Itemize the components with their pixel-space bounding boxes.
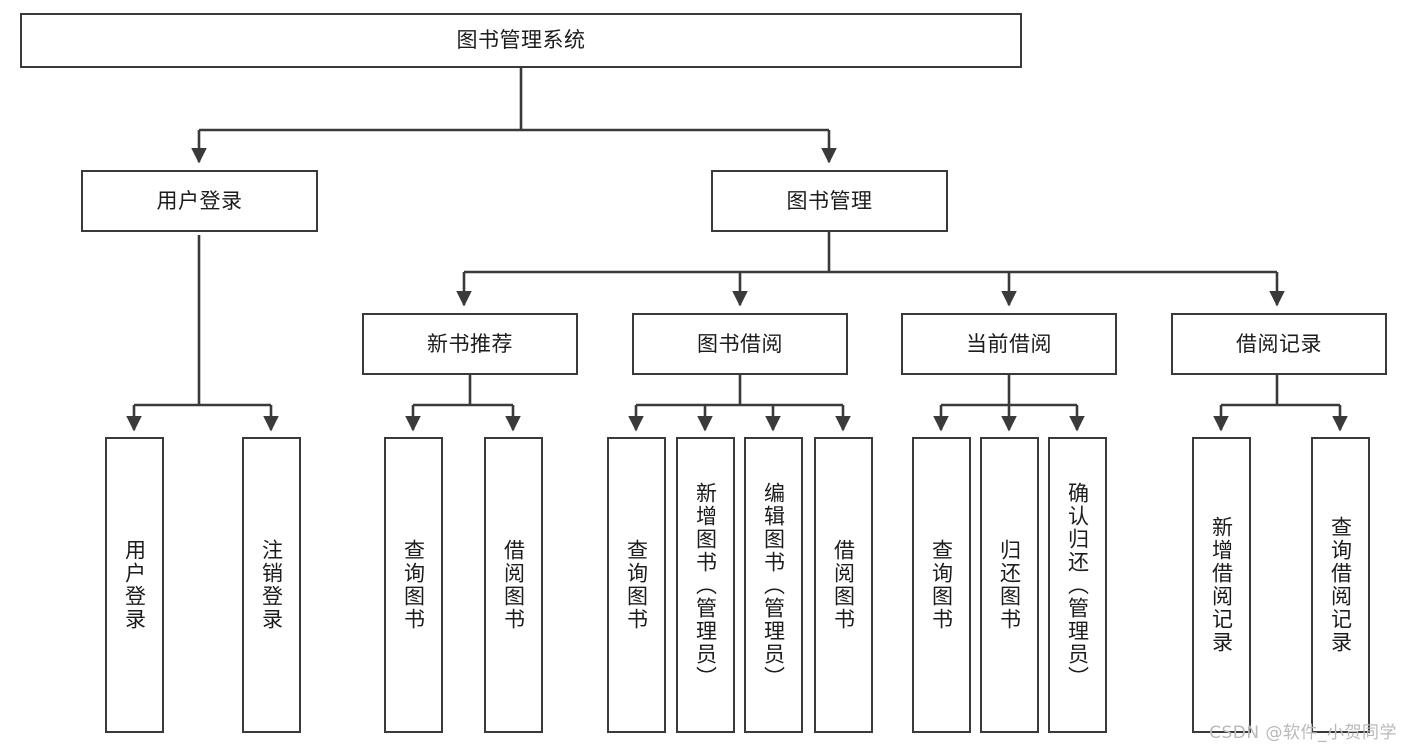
- leaf-borrow-book-1[interactable]: 借阅图书: [484, 437, 543, 733]
- node-current-borrow-label: 当前借阅: [966, 331, 1052, 356]
- node-borrow-record-label: 借阅记录: [1236, 331, 1322, 356]
- leaf-query-book-3[interactable]: 查询图书: [912, 437, 971, 733]
- node-root[interactable]: 图书管理系统: [20, 13, 1022, 68]
- leaf-logout-login-label: 注销登录: [259, 539, 284, 631]
- node-current-borrow[interactable]: 当前借阅: [901, 313, 1117, 375]
- node-new-book-recommend-label: 新书推荐: [427, 331, 513, 356]
- node-borrow-record[interactable]: 借阅记录: [1171, 313, 1387, 375]
- leaf-return-book[interactable]: 归还图书: [980, 437, 1039, 733]
- leaf-borrow-book-1-label: 借阅图书: [501, 539, 526, 631]
- leaf-query-book-1[interactable]: 查询图书: [384, 437, 443, 733]
- leaf-borrow-book-2[interactable]: 借阅图书: [814, 437, 873, 733]
- leaf-add-book[interactable]: 新增图书（管理员）: [676, 437, 735, 733]
- leaf-logout-login[interactable]: 注销登录: [242, 437, 301, 733]
- node-user-login[interactable]: 用户登录: [81, 170, 318, 232]
- leaf-add-book-label: 新增图书（管理员）: [693, 481, 718, 689]
- leaf-query-book-3-label: 查询图书: [929, 539, 954, 631]
- leaf-query-record[interactable]: 查询借阅记录: [1311, 437, 1370, 733]
- leaf-query-book-2[interactable]: 查询图书: [607, 437, 666, 733]
- leaf-confirm-return-label: 确认归还（管理员）: [1065, 481, 1090, 689]
- leaf-borrow-book-2-label: 借阅图书: [831, 539, 856, 631]
- node-book-manage-label: 图书管理: [786, 188, 873, 213]
- node-book-borrow-label: 图书借阅: [697, 331, 783, 356]
- leaf-add-record-label: 新增借阅记录: [1209, 516, 1234, 654]
- leaf-user-login-label: 用户登录: [122, 539, 147, 631]
- leaf-return-book-label: 归还图书: [997, 539, 1022, 631]
- leaf-query-book-1-label: 查询图书: [401, 539, 426, 631]
- leaf-query-book-2-label: 查询图书: [624, 539, 649, 631]
- node-book-borrow[interactable]: 图书借阅: [632, 313, 848, 375]
- node-root-label: 图书管理系统: [456, 28, 586, 53]
- leaf-query-record-label: 查询借阅记录: [1328, 516, 1353, 654]
- leaf-confirm-return[interactable]: 确认归还（管理员）: [1048, 437, 1107, 733]
- leaf-add-record[interactable]: 新增借阅记录: [1192, 437, 1251, 733]
- leaf-edit-book[interactable]: 编辑图书（管理员）: [744, 437, 803, 733]
- node-new-book-recommend[interactable]: 新书推荐: [362, 313, 578, 375]
- leaf-user-login[interactable]: 用户登录: [105, 437, 164, 733]
- node-book-manage[interactable]: 图书管理: [711, 170, 948, 232]
- leaf-edit-book-label: 编辑图书（管理员）: [761, 481, 786, 689]
- watermark: CSDN @软件_小贺同学: [1209, 723, 1397, 743]
- node-user-login-label: 用户登录: [156, 188, 243, 213]
